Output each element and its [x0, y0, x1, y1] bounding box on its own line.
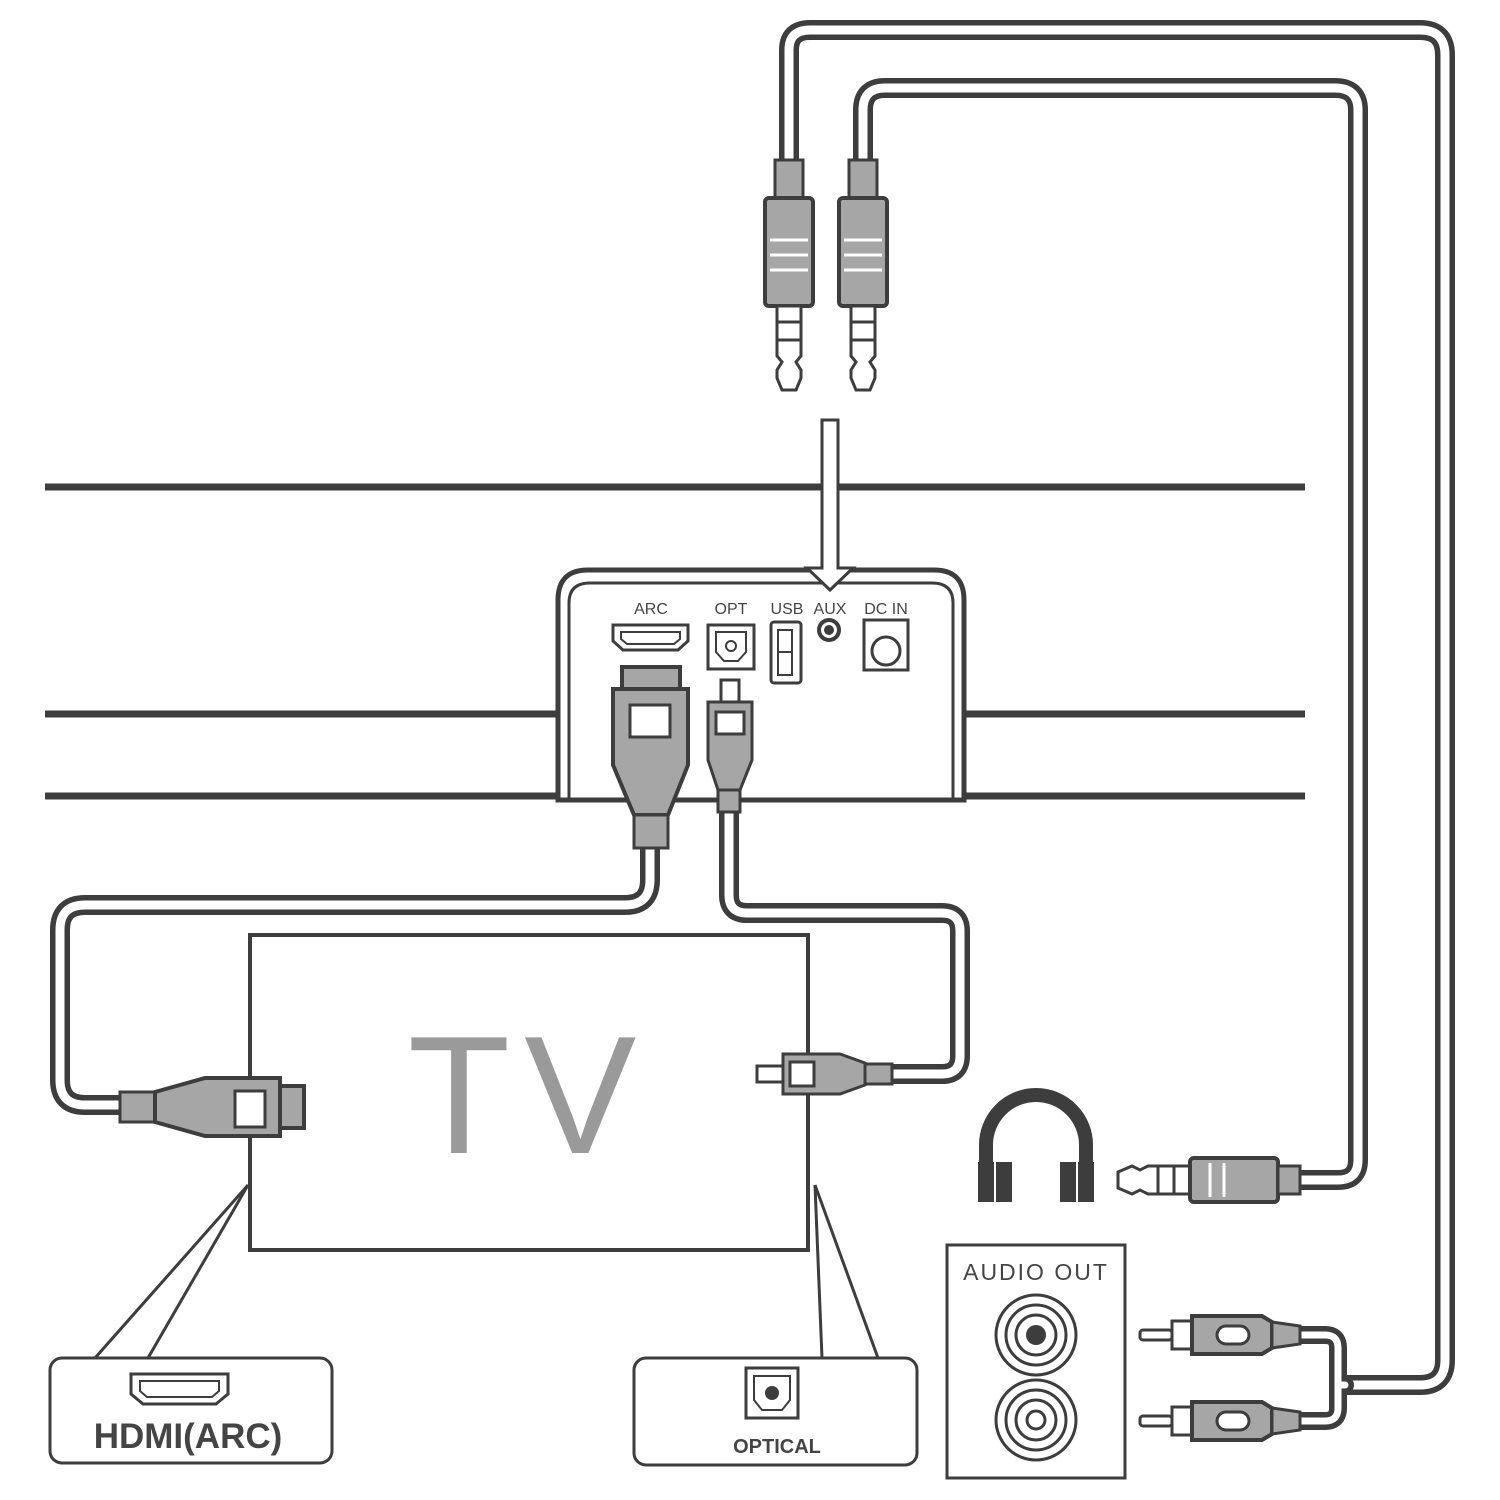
headphone-plug: [1116, 1156, 1302, 1204]
rca-jack-top: [994, 1293, 1078, 1377]
arc-port-icon: [611, 623, 690, 652]
usb-port-icon: [769, 620, 803, 685]
headphones-icon: [978, 1088, 1094, 1202]
opt-port-icon: [706, 623, 756, 671]
port-label-arc: ARC: [634, 601, 668, 618]
hdmi-arc-callout: HDMI(ARC): [48, 1356, 334, 1465]
optical-plug-tv: [755, 1052, 894, 1096]
port-label-dc-in: DC IN: [864, 601, 908, 618]
hdmi-port-icon: [129, 1372, 230, 1406]
soundbar-body: [45, 483, 1305, 800]
rca-plugs: [1138, 1314, 1302, 1442]
aux-plugs: [763, 158, 889, 392]
aux-plug-left: [763, 158, 815, 392]
port-label-aux: AUX: [814, 601, 847, 618]
aux-port-icon: [817, 618, 841, 642]
hdmi-cable: [50, 838, 660, 1115]
aux-to-rca-cable: [779, 20, 1455, 1395]
tv-label: TV: [408, 1001, 651, 1189]
optical-callout: OPTICAL: [632, 1356, 919, 1467]
dc-in-port-icon: [862, 618, 910, 672]
soundbar-rear-panel: ARC OPT USB AUX DC IN: [555, 567, 967, 850]
hdmi-arc-label: HDMI(ARC): [94, 1417, 283, 1456]
optical-port-icon: [744, 1366, 800, 1420]
aux-to-headphone-cable: [853, 78, 1368, 1190]
cables: [50, 20, 1455, 1430]
rca-split-cable: [1291, 1326, 1354, 1430]
rca-plug-top: [1138, 1314, 1302, 1356]
aux-plug-right: [837, 158, 889, 392]
port-label-opt: OPT: [715, 601, 748, 618]
hdmi-plug-tv: [118, 1076, 306, 1138]
tv: TV: [93, 933, 894, 1359]
callout-leaders: [93, 1184, 880, 1359]
optical-plug-soundbar: [706, 678, 754, 814]
rca-plug-bottom: [1138, 1400, 1302, 1442]
insert-arrow-icon: [803, 418, 857, 593]
optical-label: OPTICAL: [733, 1436, 821, 1458]
audio-out-panel: AUDIO OUT: [945, 1243, 1127, 1480]
audio-out-label: AUDIO OUT: [963, 1259, 1109, 1285]
rca-jack-bottom: [994, 1378, 1078, 1462]
optical-cable: [719, 802, 970, 1084]
hdmi-plug-soundbar: [611, 665, 690, 850]
port-label-usb: USB: [771, 601, 804, 618]
